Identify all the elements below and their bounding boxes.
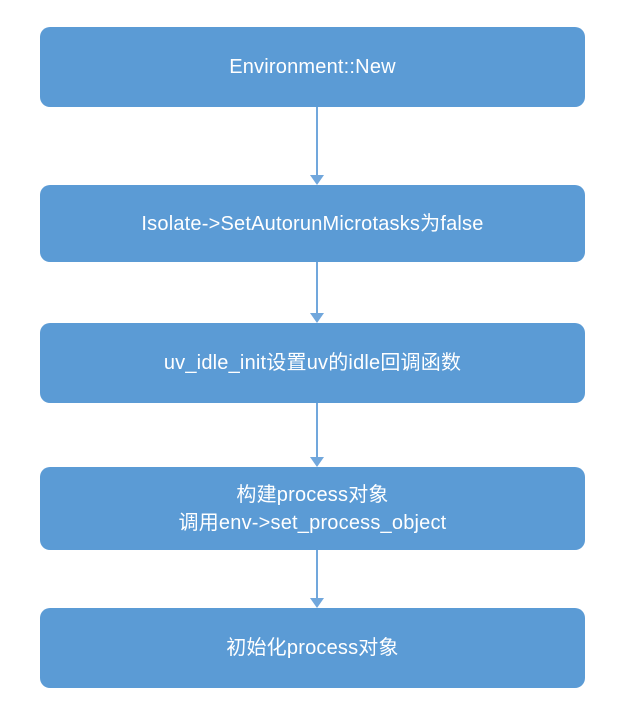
node-label: uv_idle_init设置uv的idle回调函数 [163, 352, 462, 374]
arrow-line [316, 403, 318, 458]
node-label: Isolate->SetAutorunMicrotasks为false [141, 212, 484, 235]
flow-node-environment-new: Environment::New [40, 27, 585, 107]
flow-arrow [310, 550, 324, 608]
flow-arrow [310, 262, 324, 323]
node-label: 构建process对象 调用env->set_process_object [178, 483, 447, 534]
node-label: Environment::New [229, 56, 396, 78]
arrow-line [316, 550, 318, 599]
flow-node-set-autorun-microtasks: Isolate->SetAutorunMicrotasks为false [40, 185, 585, 262]
arrow-head-icon [310, 313, 324, 323]
flow-node-uv-idle-init: uv_idle_init设置uv的idle回调函数 [40, 323, 585, 403]
arrow-head-icon [310, 598, 324, 608]
arrow-line [316, 262, 318, 314]
flow-node-init-process-object: 初始化process对象 [40, 608, 585, 688]
node-label: 初始化process对象 [226, 637, 399, 659]
arrow-head-icon [310, 175, 324, 185]
flow-arrow [310, 403, 324, 467]
flow-arrow [310, 107, 324, 185]
flow-node-build-process-object: 构建process对象 调用env->set_process_object [40, 467, 585, 550]
arrow-line [316, 107, 318, 176]
arrow-head-icon [310, 457, 324, 467]
